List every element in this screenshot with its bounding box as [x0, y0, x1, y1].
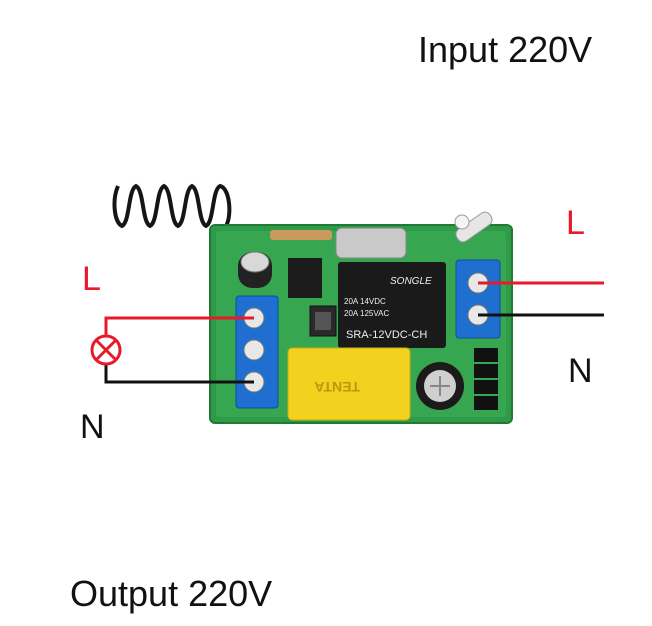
ic-chip	[288, 258, 322, 298]
input-live-label: L	[566, 204, 585, 242]
crystal-oscillator	[335, 227, 407, 259]
electrolytic-capacitor	[416, 362, 464, 410]
lamp-icon	[90, 334, 122, 366]
input-terminal-block	[455, 259, 501, 339]
pin-header	[474, 348, 498, 410]
output-terminal-block	[235, 295, 279, 409]
input-neutral-label: N	[568, 352, 593, 390]
relay-brand: SONGLE	[390, 276, 432, 287]
relay: SONGLE 20A 14VDC 20A 125VAC SRA-12VDC-CH	[338, 262, 446, 348]
fuse	[454, 211, 493, 243]
relay-rating-ac: 20A 125VAC	[344, 309, 389, 318]
input-voltage-title: Input 220V	[418, 29, 593, 70]
output-live-label: L	[82, 260, 101, 298]
inductor	[270, 230, 332, 240]
x2-capacitor: TENTA	[287, 347, 411, 421]
output-voltage-title: Output 220V	[70, 573, 273, 614]
output-live-wire	[104, 316, 254, 336]
relay-rating-dc: 20A 14VDC	[344, 297, 386, 306]
capacitor-label: TENTA	[314, 379, 360, 395]
relay-model: SRA-12VDC-CH	[346, 329, 427, 341]
small-capacitor	[238, 251, 272, 288]
output-neutral-label: N	[80, 408, 105, 446]
output-neutral-wire	[104, 364, 254, 384]
